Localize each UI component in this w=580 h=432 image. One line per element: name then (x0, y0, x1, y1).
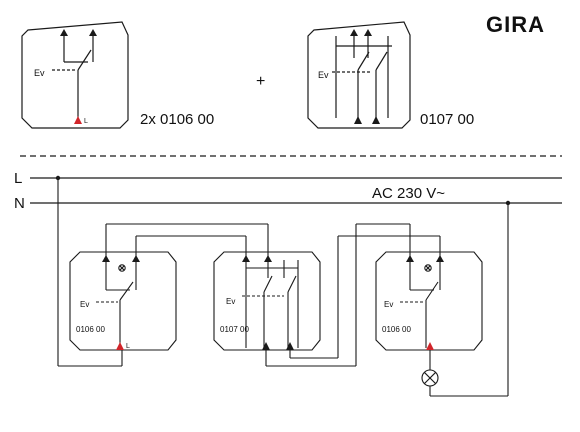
article-label-right: 0107 00 (420, 111, 474, 128)
terminal-arrow-icon (354, 116, 362, 124)
terminal-arrow-icon (89, 29, 97, 36)
junction-dot (55, 175, 61, 181)
ev-label: Ev (384, 300, 393, 309)
live-terminal-icon (116, 342, 124, 350)
junction-dot (505, 200, 511, 206)
ev-label: Ev (80, 300, 89, 309)
article-label-left: 2x 0106 00 (140, 111, 214, 128)
terminal-arrow-icon (286, 342, 294, 350)
terminal-arrow-icon (262, 342, 270, 350)
top-module-0106 (21, 21, 129, 129)
switch-3-label: 0106 00 (382, 325, 411, 334)
top-module-0107 (307, 21, 411, 129)
switch-2 (213, 251, 321, 351)
terminal-arrow-icon (372, 116, 380, 124)
terminal-arrow-icon (406, 255, 414, 262)
top-module-0106-arrows (60, 29, 97, 124)
terminal-arrow-icon (132, 255, 140, 262)
rail-label-l: L (14, 170, 22, 187)
ev-label: Ev (34, 68, 45, 78)
brand-logo: GIRA (486, 12, 545, 37)
live-terminal-icon (74, 116, 82, 124)
terminal-arrow-icon (264, 255, 272, 262)
terminal-arrow-icon (242, 255, 250, 262)
top-module-0107-arrows (350, 29, 380, 124)
ev-label: Ev (226, 297, 235, 306)
switch-1 (69, 251, 177, 351)
ev-label: Ev (318, 70, 329, 80)
live-terminal-icon (426, 342, 434, 350)
terminal-arrow-icon (364, 29, 372, 36)
switch-2-label: 0107 00 (220, 325, 249, 334)
plus-sign: + (256, 73, 265, 90)
terminal-arrow-icon (436, 255, 444, 262)
voltage-label: AC 230 V~ (372, 185, 445, 202)
rail-label-n: N (14, 195, 25, 212)
wiring (57, 178, 509, 397)
terminal-arrow-icon (60, 29, 68, 36)
lamp-icon (421, 369, 439, 387)
terminal-arrow-icon (350, 29, 358, 36)
l-terminal-label: L (84, 118, 88, 125)
terminal-arrow-icon (102, 255, 110, 262)
l-terminal-label: L (126, 343, 130, 350)
switch-1-label: 0106 00 (76, 325, 105, 334)
